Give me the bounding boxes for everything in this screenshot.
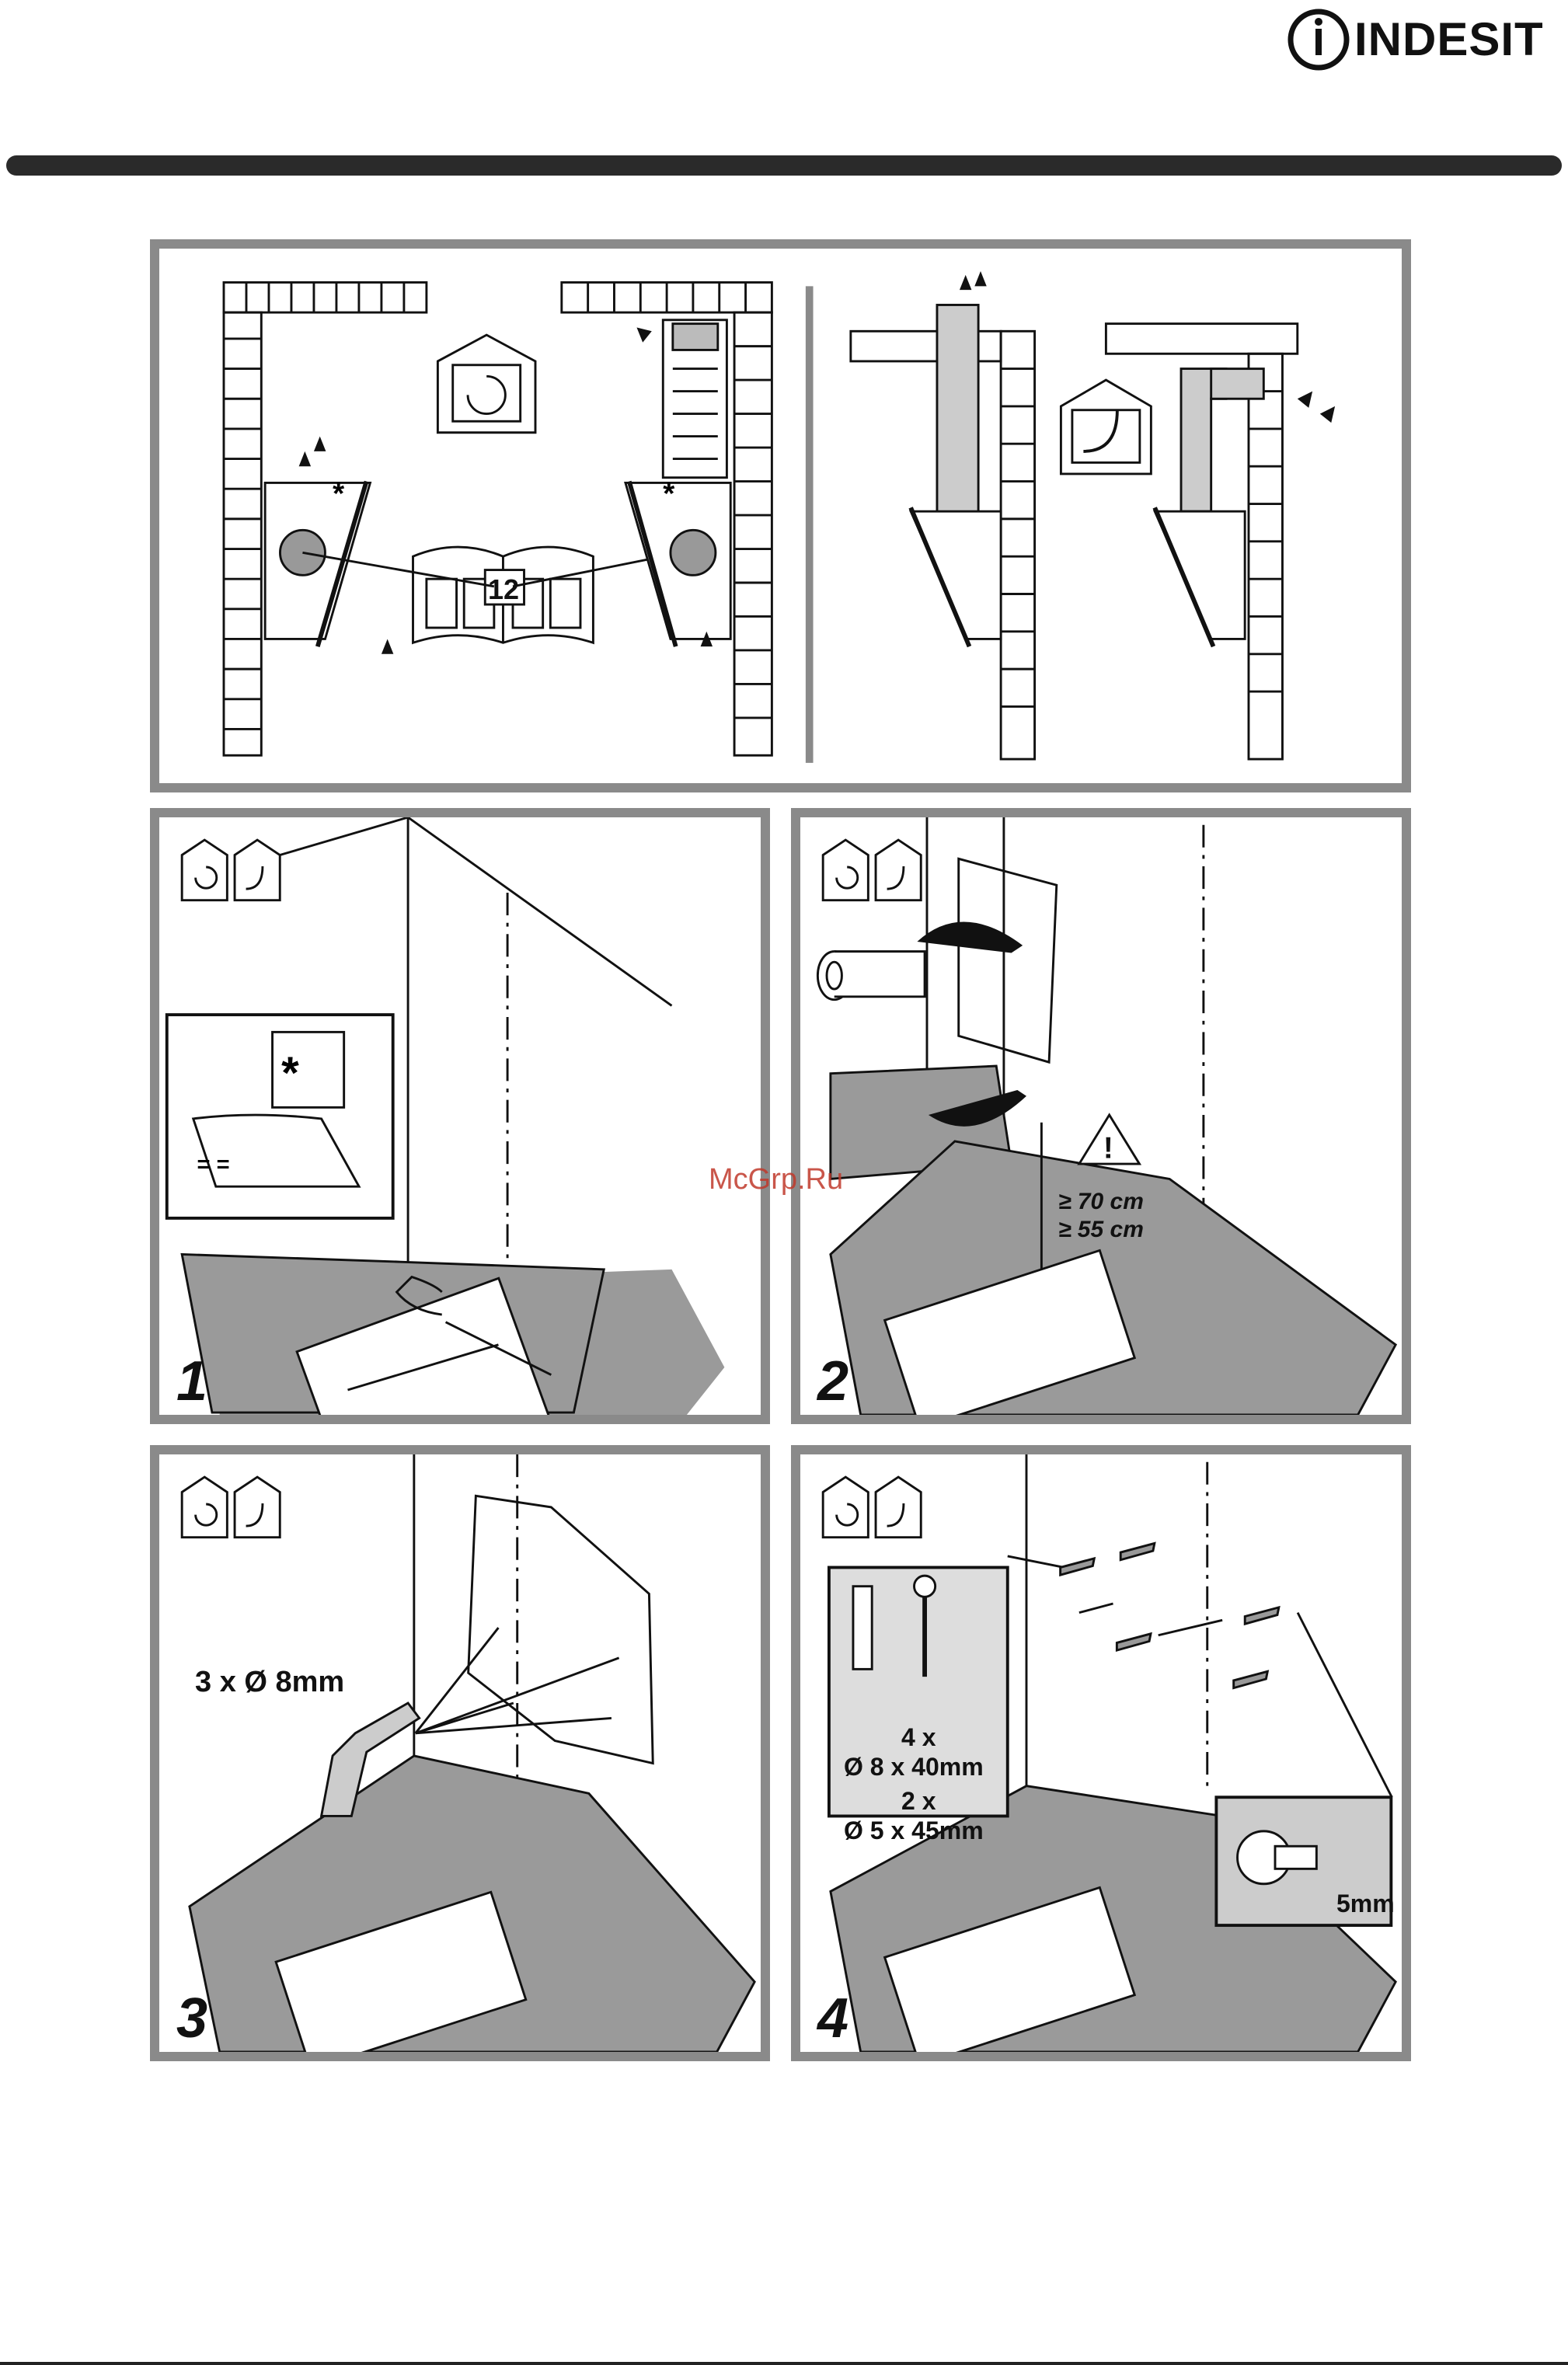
watermark: McGrp.Ru	[709, 1163, 843, 1196]
svg-text:*: *	[333, 478, 344, 511]
step-3-illustration	[159, 1454, 761, 2052]
warning-height-electric: ≥ 55 cm	[1058, 1217, 1144, 1243]
brand-logo: INDESIT	[1286, 6, 1558, 72]
tape-roll-icon	[817, 952, 925, 1000]
header-rule	[6, 155, 1562, 176]
warning-height-gas: ≥ 70 cm	[1058, 1189, 1144, 1215]
kit-size-1: Ø 8 x 40mm	[844, 1753, 984, 1782]
recirculation-house-icon-4	[823, 1477, 868, 1538]
step-2-number: 2	[817, 1350, 848, 1413]
footer-rule	[0, 2362, 1568, 2365]
step-1-illustration: * = =	[159, 817, 761, 1415]
svg-text:*: *	[663, 478, 674, 511]
extraction-house-icon-2	[876, 840, 921, 900]
extraction-house-icon	[1061, 380, 1151, 474]
overview-illustration: * *	[159, 249, 1402, 783]
brand-name: INDESIT	[1354, 12, 1544, 66]
manual-page-ref: 12	[488, 573, 519, 606]
svg-text:!: !	[1103, 1131, 1113, 1165]
step-3-panel: 3 x Ø 8mm 3	[150, 1445, 770, 2061]
svg-text:= =: = =	[197, 1152, 230, 1177]
gap-label: 5mm	[1336, 1890, 1395, 1918]
kit-size-2: Ø 5 x 45mm	[844, 1816, 984, 1845]
recirculation-house-icon-1	[182, 840, 227, 900]
extraction-house-icon-3	[235, 1477, 280, 1538]
recirculation-house-icon	[437, 335, 535, 433]
recirculation-house-icon-2	[823, 840, 868, 900]
wall-plug-icon	[853, 1587, 872, 1670]
step-1-number: 1	[176, 1350, 207, 1413]
step-4-number: 4	[817, 1987, 848, 2050]
step-2-illustration: !	[800, 817, 1402, 1415]
extraction-house-icon-1	[235, 840, 280, 900]
kit-count-2: 2 x	[901, 1787, 936, 1816]
step-1-panel: * = = 1	[150, 808, 770, 1424]
drill-spec: 3 x Ø 8mm	[195, 1666, 344, 1699]
overview-panel: * * 12	[150, 239, 1411, 792]
svg-text:*: *	[281, 1048, 299, 1099]
step-4-panel: 4 x Ø 8 x 40mm 2 x Ø 5 x 45mm 5mm 4	[791, 1445, 1411, 2061]
kit-count-1: 4 x	[901, 1723, 936, 1752]
extraction-house-icon-4	[876, 1477, 921, 1538]
step-3-number: 3	[176, 1987, 207, 2050]
brand-circle-icon	[1286, 7, 1351, 72]
warning-triangle-icon: !	[1079, 1115, 1140, 1165]
step-2-panel: ! ≥ 70 cm ≥ 55 cm 2	[791, 808, 1411, 1424]
recirculation-house-icon-3	[182, 1477, 227, 1538]
